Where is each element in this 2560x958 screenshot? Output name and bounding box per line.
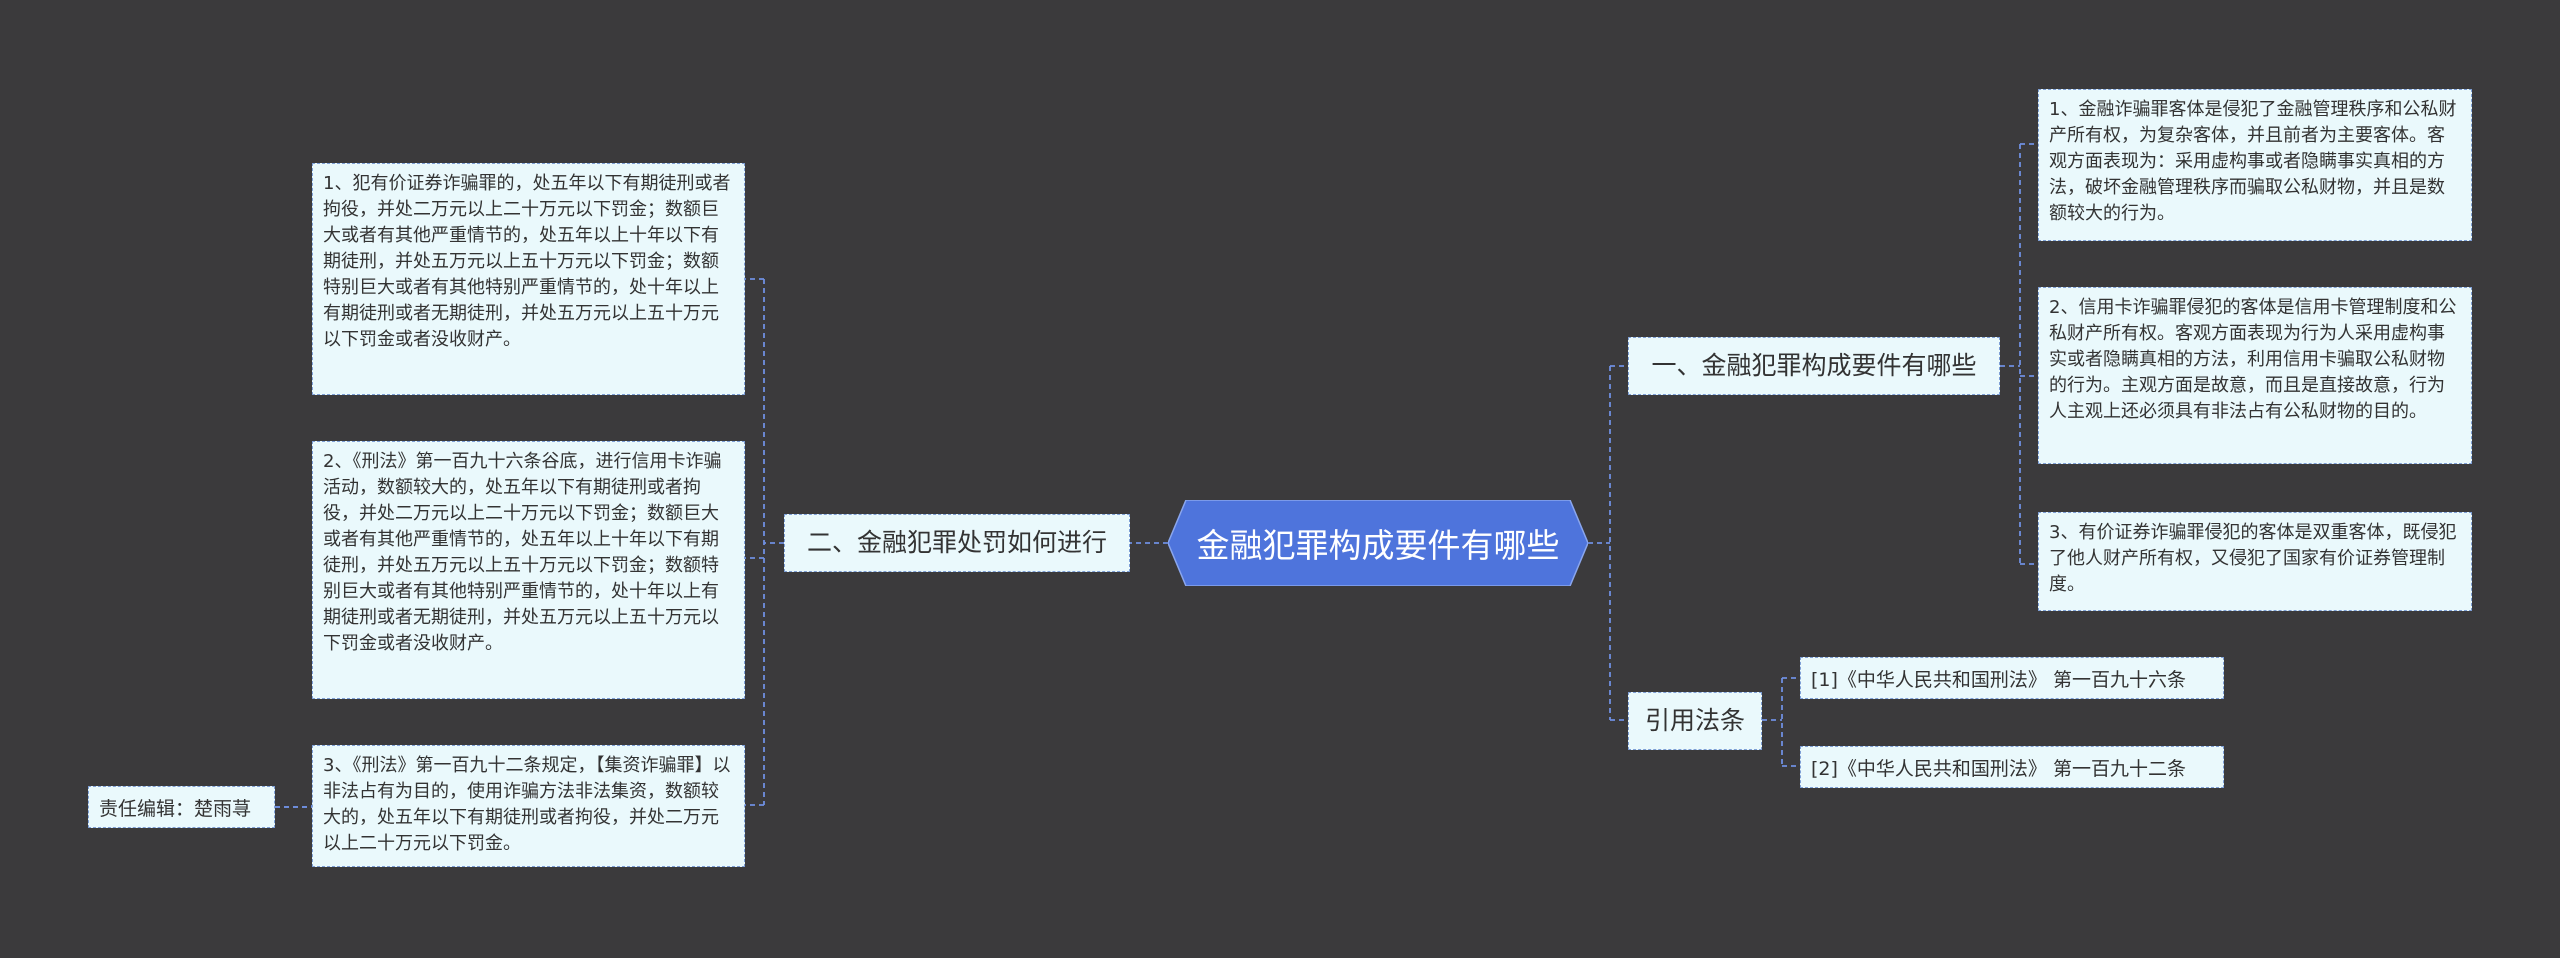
link-root-right — [1588, 365, 1628, 721]
punishment-item-2-text: 2、《刑法》第一百九十六条谷底，进行信用卡诈骗活动，数额较大的，处五年以下有期徒… — [323, 451, 722, 654]
punishment-item-2[interactable]: 2、《刑法》第一百九十六条谷底，进行信用卡诈骗活动，数额较大的，处五年以下有期徒… — [312, 441, 745, 699]
root-label: 金融犯罪构成要件有哪些 — [1196, 526, 1560, 565]
punishment-item-1[interactable]: 1、犯有价证券诈骗罪的，处五年以下有期徒刑或者拘役，并处二万元以上二十万元以下罚… — [312, 163, 745, 395]
link-punishment-items — [745, 278, 784, 806]
elements-item-1[interactable]: 1、金融诈骗罪客体是侵犯了金融管理秩序和公私财产所有权，为复杂客体，并且前者为主… — [2038, 89, 2472, 241]
branch-elements-label: 一、金融犯罪构成要件有哪些 — [1651, 351, 1977, 380]
elements-item-1-text: 1、金融诈骗罪客体是侵犯了金融管理秩序和公私财产所有权，为复杂客体，并且前者为主… — [2049, 99, 2457, 224]
punishment-item-1-text: 1、犯有价证券诈骗罪的，处五年以下有期徒刑或者拘役，并处二万元以上二十万元以下罚… — [323, 173, 731, 350]
link-citations-items — [1762, 677, 1800, 767]
root-hexagon-shape — [1168, 500, 1588, 586]
branch-citations-label: 引用法条 — [1644, 706, 1745, 735]
branch-citations[interactable]: 引用法条 — [1628, 692, 1762, 750]
elements-item-3[interactable]: 3、有价证券诈骗罪侵犯的客体是双重客体，既侵犯了他人财产所有权，又侵犯了国家有价… — [2038, 512, 2472, 611]
editor-label-text: 责任编辑：楚雨荨 — [99, 797, 252, 820]
citation-item-2[interactable]: [2]《中华人民共和国刑法》 第一百九十二条 — [1800, 746, 2224, 788]
branch-elements[interactable]: 一、金融犯罪构成要件有哪些 — [1628, 337, 2000, 395]
elements-item-3-text: 3、有价证券诈骗罪侵犯的客体是双重客体，既侵犯了他人财产所有权，又侵犯了国家有价… — [2049, 522, 2457, 595]
branch-punishment-label: 二、金融犯罪处罚如何进行 — [806, 528, 1107, 557]
punishment-item-3[interactable]: 3、《刑法》第一百九十二条规定，【集资诈骗罪】以非法占有为目的，使用诈骗方法非法… — [312, 745, 745, 867]
citation-item-1[interactable]: [1]《中华人民共和国刑法》 第一百九十六条 — [1800, 657, 2224, 699]
elements-item-2[interactable]: 2、信用卡诈骗罪侵犯的客体是信用卡管理制度和公私财产所有权。客观方面表现为行为人… — [2038, 287, 2472, 464]
citation-item-2-text: [2]《中华人民共和国刑法》 第一百九十二条 — [1811, 757, 2186, 780]
branch-punishment[interactable]: 二、金融犯罪处罚如何进行 — [784, 514, 1130, 572]
link-elements-items — [2000, 143, 2038, 565]
citation-item-1-text: [1]《中华人民共和国刑法》 第一百九十六条 — [1811, 668, 2186, 691]
punishment-item-3-text: 3、《刑法》第一百九十二条规定，【集资诈骗罪】以非法占有为目的，使用诈骗方法非法… — [323, 755, 731, 854]
editor-label: 责任编辑：楚雨荨 — [88, 786, 275, 828]
root-node[interactable]: 金融犯罪构成要件有哪些 — [1168, 500, 1588, 586]
elements-item-2-text: 2、信用卡诈骗罪侵犯的客体是信用卡管理制度和公私财产所有权。客观方面表现为行为人… — [2049, 297, 2457, 422]
